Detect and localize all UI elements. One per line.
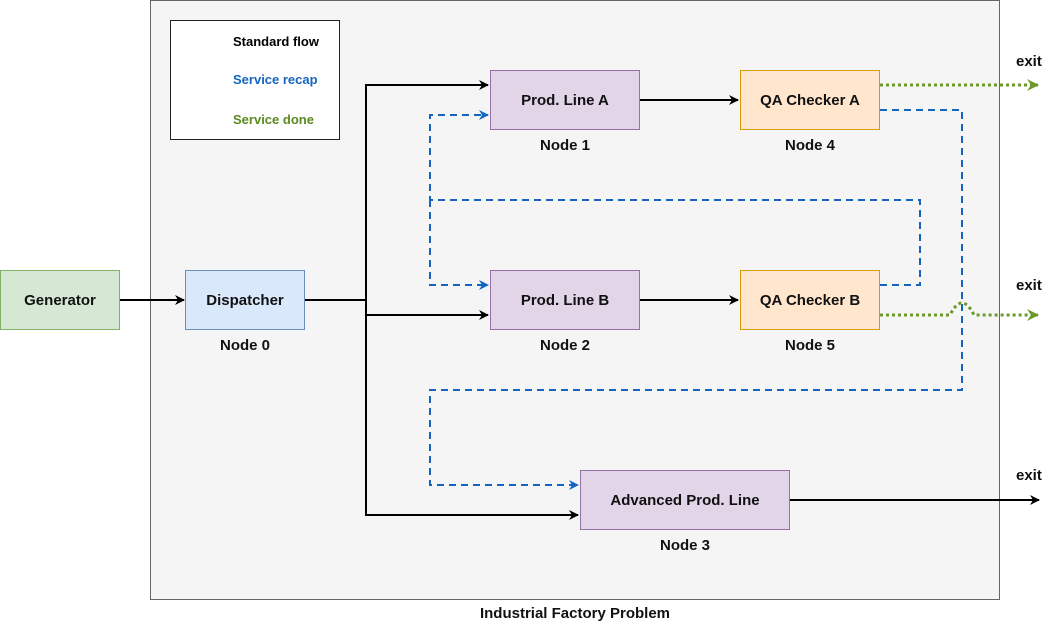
diagram-title: Industrial Factory Problem bbox=[479, 605, 671, 622]
edge-dispatcher-prod-a bbox=[365, 80, 489, 300]
generator-node[interactable]: Generator bbox=[0, 270, 120, 330]
exit-label-middle: exit bbox=[1016, 277, 1042, 294]
prod-line-a-label: Prod. Line A bbox=[521, 91, 609, 109]
qa-checker-a-caption: Node 4 bbox=[784, 137, 835, 154]
advanced-prod-line-node[interactable]: Advanced Prod. Line bbox=[580, 470, 790, 530]
exit-label-bottom: exit bbox=[1016, 467, 1042, 484]
dispatcher-label: Dispatcher bbox=[206, 291, 284, 309]
edge-dispatcher-advanced bbox=[365, 300, 579, 520]
qa-checker-b-node[interactable]: QA Checker B bbox=[740, 270, 880, 330]
recap-qa-b-to-prod-a bbox=[429, 110, 921, 286]
qa-checker-a-label: QA Checker A bbox=[760, 91, 860, 109]
done-qa-b-exit bbox=[880, 301, 1039, 321]
dispatcher-caption: Node 0 bbox=[219, 337, 270, 354]
legend-done-label: Service done bbox=[233, 112, 314, 127]
recap-qa-a-to-prod-b bbox=[429, 200, 489, 290]
prod-line-b-caption: Node 2 bbox=[539, 337, 590, 354]
legend bbox=[170, 20, 340, 140]
legend-recap-label: Service recap bbox=[233, 72, 318, 87]
prod-line-b-node[interactable]: Prod. Line B bbox=[490, 270, 640, 330]
edge-dispatcher-prod-b bbox=[365, 300, 489, 320]
qa-checker-b-label: QA Checker B bbox=[759, 291, 861, 309]
advanced-prod-line-caption: Node 3 bbox=[659, 537, 710, 554]
prod-line-a-caption: Node 1 bbox=[539, 137, 590, 154]
prod-line-a-node[interactable]: Prod. Line A bbox=[490, 70, 640, 130]
qa-checker-b-caption: Node 5 bbox=[784, 337, 835, 354]
advanced-prod-line-label: Advanced Prod. Line bbox=[610, 491, 760, 509]
recap-qa-a-to-advanced bbox=[429, 109, 963, 490]
prod-line-b-label: Prod. Line B bbox=[520, 291, 610, 309]
qa-checker-a-node[interactable]: QA Checker A bbox=[740, 70, 880, 130]
exit-label-top: exit bbox=[1016, 53, 1042, 70]
generator-label: Generator bbox=[24, 291, 96, 309]
dispatcher-node[interactable]: Dispatcher bbox=[185, 270, 305, 330]
legend-standard-label: Standard flow bbox=[233, 34, 319, 49]
